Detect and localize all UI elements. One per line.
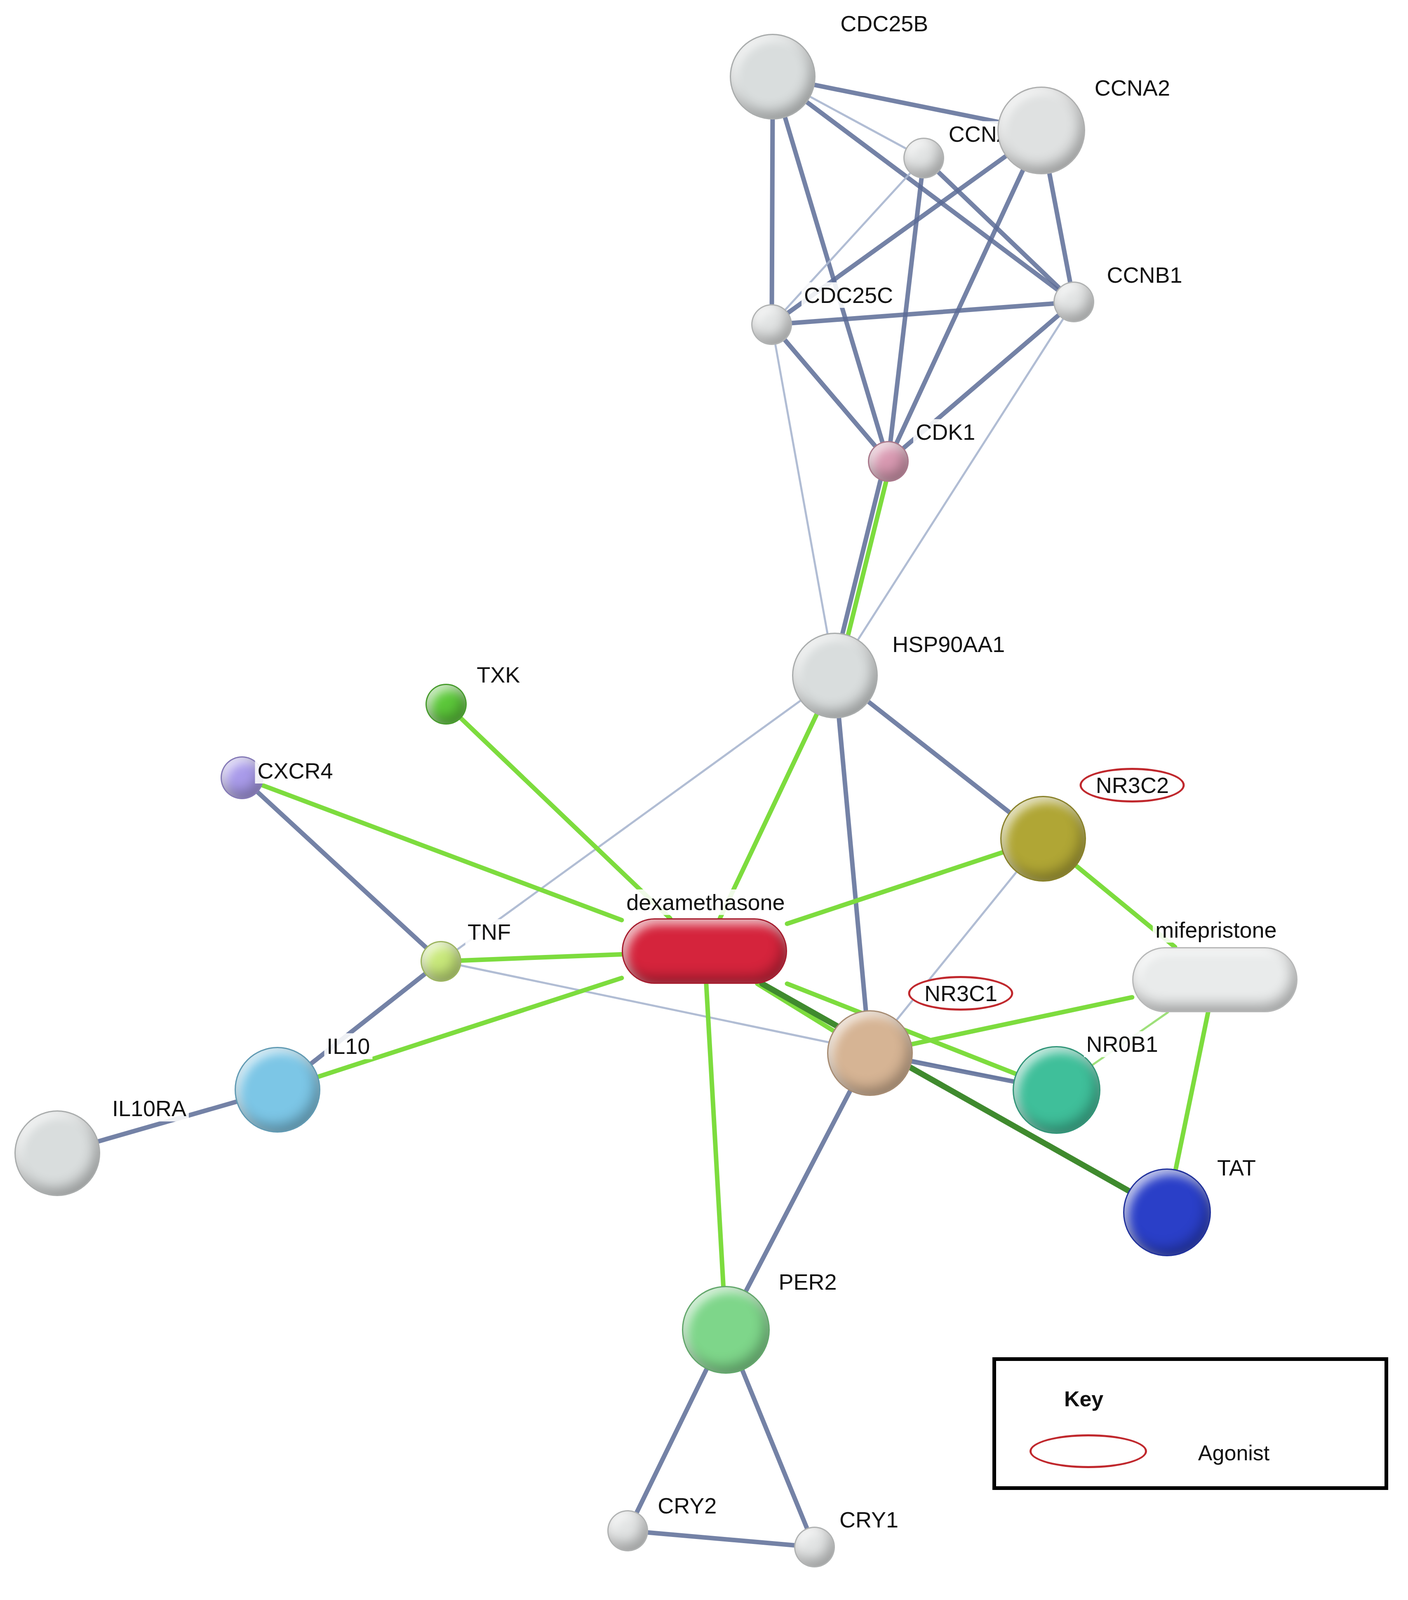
node-label: IL10 [324, 1033, 373, 1060]
interaction-edge [912, 1061, 1014, 1082]
interaction-edge [757, 984, 834, 1032]
protein-node: IL10 [234, 1047, 321, 1133]
node-label: CDK1 [913, 419, 978, 445]
interaction-edge [839, 718, 866, 1011]
legend-swatch [1029, 1434, 1148, 1469]
protein-node: NR3C2 [1000, 796, 1086, 882]
interaction-edge [461, 954, 622, 961]
interaction-edge [1175, 1012, 1209, 1170]
compound-node: mifepristone [1132, 947, 1298, 1013]
interaction-edge [457, 700, 801, 950]
protein-node: CRY1 [794, 1527, 835, 1568]
node-label: PER2 [775, 1269, 840, 1296]
interaction-edge [785, 340, 875, 446]
node-label: CDC25B [837, 10, 931, 37]
node-label: TXK [474, 662, 523, 688]
node-label: mifepristone [1152, 917, 1279, 943]
interaction-edge [857, 319, 1063, 640]
legend-box: KeyAgonist [992, 1357, 1389, 1491]
node-label: NR3C1 [908, 976, 1014, 1011]
node-label: CDC25C [801, 282, 896, 308]
interaction-edge [771, 119, 773, 305]
interaction-edge [311, 974, 426, 1064]
protein-node: CCNA2 [997, 86, 1086, 175]
protein-node: TXK [425, 684, 467, 725]
interaction-edge [785, 173, 910, 310]
interaction-edge [746, 1091, 851, 1291]
protein-node: CDC25C [751, 304, 793, 346]
protein-node: NR3C1 [827, 1010, 913, 1097]
interaction-edge [318, 978, 622, 1077]
protein-node: CXCR4 [220, 756, 264, 800]
interaction-edge [261, 785, 622, 921]
protein-node: CCNA1 [903, 137, 945, 179]
interaction-edge [787, 852, 1003, 924]
interaction-edge [742, 1370, 807, 1529]
interaction-edge [257, 792, 426, 948]
node-label: TNF [465, 919, 514, 945]
node-label: CCNB1 [1104, 262, 1185, 288]
protein-node: IL10RA [14, 1110, 101, 1197]
interaction-edge [1049, 173, 1070, 283]
node-label: IL10RA [109, 1095, 189, 1122]
interaction-edge [814, 84, 999, 123]
node-label: NR3C2 [1079, 768, 1185, 803]
protein-node: TAT [1123, 1168, 1211, 1257]
interaction-edge [903, 315, 1059, 449]
interaction-edge [775, 344, 828, 634]
node-label: TAT [1214, 1155, 1259, 1181]
interaction-edge [788, 156, 1006, 313]
node-label: CXCR4 [255, 758, 336, 784]
node-label: dexamethasone [623, 889, 788, 916]
protein-node: CDC25B [729, 33, 816, 120]
legend-title: Key [1064, 1386, 1104, 1412]
interaction-edge [868, 702, 1010, 813]
protein-node: TNF [420, 941, 462, 983]
interaction-edge [706, 984, 724, 1287]
interaction-edge [896, 872, 1017, 1021]
node-label: CRY2 [655, 1493, 720, 1519]
protein-node: CRY2 [607, 1510, 649, 1552]
interaction-edge [648, 1532, 795, 1546]
node-label: HSP90AA1 [889, 631, 1008, 658]
protein-node: HSP90AA1 [792, 632, 878, 719]
interaction-edge [848, 481, 887, 635]
protein-node: CCNB1 [1053, 281, 1095, 323]
interaction-edge [636, 1369, 707, 1514]
interaction-edge [842, 480, 881, 634]
node-label: NR0B1 [1083, 1031, 1161, 1058]
compound-node: dexamethasone [621, 918, 788, 984]
protein-node: PER2 [681, 1286, 770, 1375]
interaction-edge [460, 718, 671, 920]
legend-text: Agonist [1198, 1440, 1270, 1466]
node-label: CRY1 [836, 1507, 901, 1533]
interaction-edge [762, 984, 1129, 1192]
protein-node: NR0B1 [1012, 1046, 1101, 1135]
protein-node: CDK1 [867, 441, 909, 482]
node-label: CCNA2 [1092, 75, 1173, 101]
interaction-edge [719, 714, 817, 919]
